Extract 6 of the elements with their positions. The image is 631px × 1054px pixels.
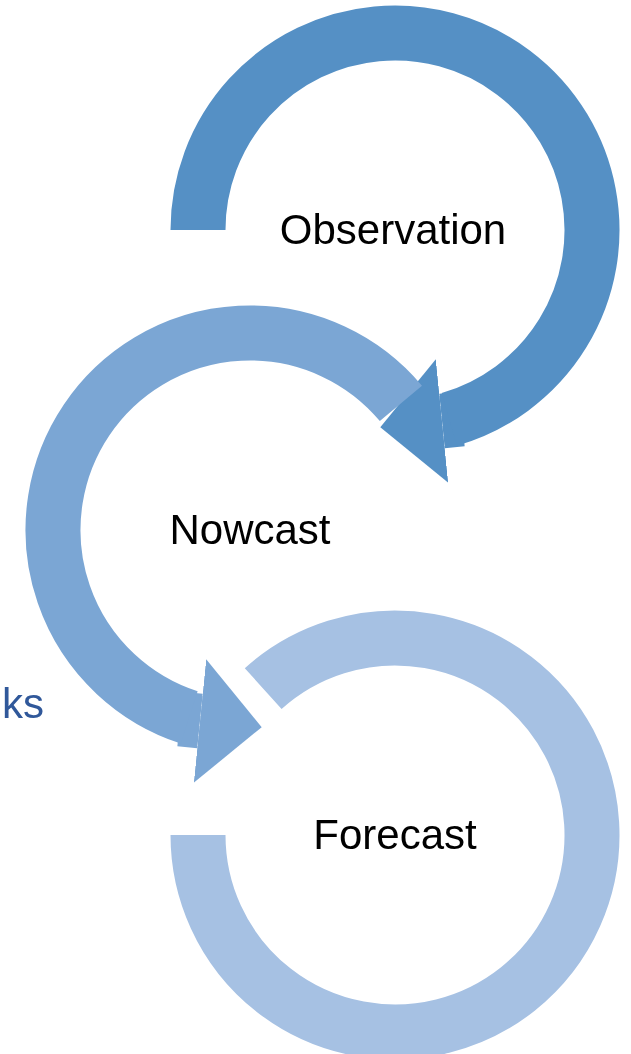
arrow: [380, 359, 465, 483]
stage-label: Observation: [279, 206, 507, 254]
stage-label: Nowcast: [169, 506, 331, 554]
arrow: [177, 659, 262, 783]
caption-text: ks: [2, 680, 44, 728]
stage-label: Forecast: [313, 811, 477, 859]
